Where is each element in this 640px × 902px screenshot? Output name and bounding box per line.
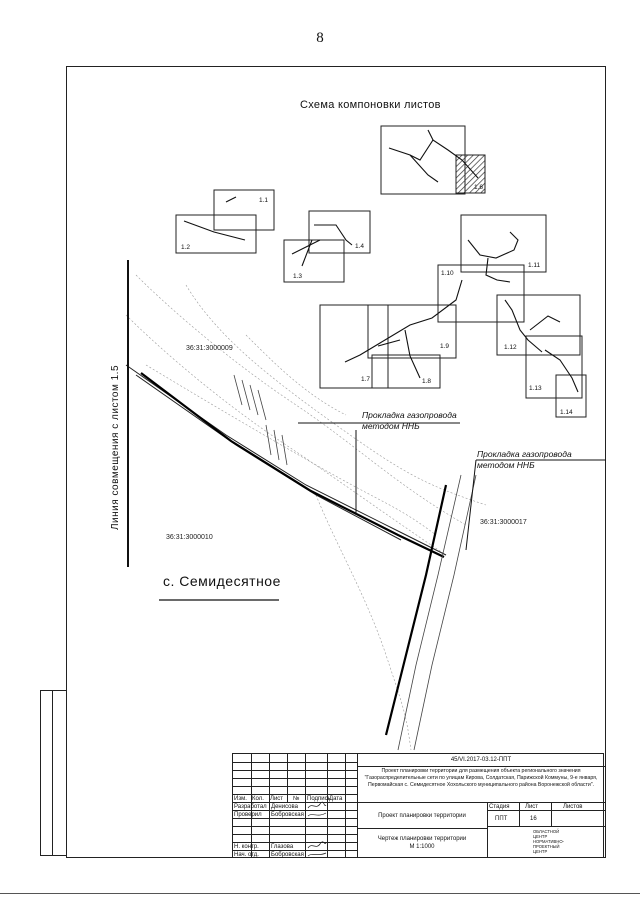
project-title: Проект планировки территории для размеще… <box>364 768 598 788</box>
sheet-box-1-1 <box>213 189 275 231</box>
binding-margin <box>40 690 67 856</box>
sheet-label-1-3: 1.3 <box>293 273 302 280</box>
cadastral-number-1: 36:31:3000009 <box>186 345 233 352</box>
sheet-box-1-10 <box>437 264 525 323</box>
header-number: № <box>293 796 300 802</box>
sheet-label-1-9: 1.9 <box>440 343 449 350</box>
sheet-box-1-4 <box>308 210 371 254</box>
cadastral-number-2: 36:31:3000010 <box>166 534 213 541</box>
organization-logo: ОБЛАСТНОЙ ЦЕНТР НОРМАТИВНО- ПРОЕКТНЫЙ ЦЕ… <box>533 829 564 854</box>
role-developed: Разработал <box>234 804 267 810</box>
sheet-label-1-6: 1.6 <box>474 184 483 191</box>
sheet-label-1-8: 1.8 <box>422 378 431 385</box>
header-izm: Изм. <box>234 796 247 802</box>
sheet-box-1-2 <box>175 214 257 254</box>
header-signature: Подпись <box>307 796 331 802</box>
org-line-2: ЦЕНТР <box>533 834 548 839</box>
header-kol: Кол. <box>252 796 264 802</box>
annotation-hdd-1-line-2: методом ННБ <box>362 421 420 431</box>
org-line-5: ЦЕНТР <box>533 849 548 854</box>
annotation-hdd-2: Прокладка газопровода методом ННБ <box>477 449 572 471</box>
sheet-label-1-1: 1.1 <box>259 197 268 204</box>
annotation-hdd-1: Прокладка газопровода методом ННБ <box>362 410 457 432</box>
sheet-box-top <box>380 125 466 195</box>
sheet-value: 16 <box>530 816 537 822</box>
sheet-label-1-11: 1.11 <box>528 262 541 269</box>
sheet-box-1-8 <box>371 354 441 389</box>
stage-header: Стадия <box>489 804 510 810</box>
annotation-hdd-1-line-1: Прокладка газопровода <box>362 410 457 420</box>
name-department-head: Бобровская <box>271 852 304 858</box>
role-checked: Проверил <box>234 812 262 818</box>
header-list: Лист <box>270 796 284 802</box>
sheet-label-1-13: 1.13 <box>529 385 542 392</box>
section-title: Проект планировки территории <box>378 813 466 819</box>
header-date: Дата <box>329 796 343 802</box>
sheet-box-1-3 <box>283 239 345 283</box>
sheet-label-1-12: 1.12 <box>504 344 517 351</box>
signatures <box>307 801 327 857</box>
sheet-header: Лист <box>525 804 539 810</box>
scheme-title: Схема компоновки листов <box>300 99 441 111</box>
cadastral-number-3: 36:31:3000017 <box>480 519 527 526</box>
org-line-3: НОРМАТИВНО- <box>533 839 565 844</box>
sheet-label-1-10: 1.10 <box>441 270 454 277</box>
alignment-line-label: Линия совмещения с листом 1.5 <box>110 364 121 530</box>
sheet-label-1-7: 1.7 <box>361 376 370 383</box>
sheet-box-1-11 <box>460 214 547 273</box>
sheets-total-header: Листов <box>563 804 583 810</box>
drawing-scale: М 1:1000 <box>409 844 435 850</box>
sheet-box-1-13 <box>525 335 583 399</box>
org-line-1: ОБЛАСТНОЙ <box>533 829 560 834</box>
role-norm-control: Н. контр. <box>234 844 259 850</box>
topographic-map: 36:31:3000009 36:31:3000010 36:31:300001… <box>125 260 606 751</box>
doc-code: 45/VI.2017-03.12-ППТ <box>450 757 512 763</box>
scan-bottom-edge <box>0 893 640 894</box>
title-block: Изм. Кол. Лист № Подпись Дата Разработал… <box>232 753 605 858</box>
sheet-label-1-2: 1.2 <box>181 244 190 251</box>
name-norm-control: Глазова <box>271 844 294 850</box>
settlement-label: с. Семидесятное <box>163 573 281 589</box>
drawing-title: Чертеж планировки территории <box>377 836 467 842</box>
sheet-box-1-6 <box>455 154 486 194</box>
org-line-4: ПРОЕКТНЫЙ <box>533 844 560 849</box>
sheet-box-1-7 <box>319 304 389 389</box>
page-number: 8 <box>316 30 324 46</box>
sheet-label-1-14: 1.14 <box>560 409 573 416</box>
sheet-box-1-14 <box>555 374 587 418</box>
name-checked: Бобровская <box>271 812 304 818</box>
stage-value: ППТ <box>495 816 508 822</box>
sheet-box-1-9 <box>367 304 457 359</box>
sheet-box-1-12 <box>496 294 581 356</box>
annotation-hdd-2-line-2: методом ННБ <box>477 460 535 470</box>
sheet-scheme: 1.1 1.2 1.3 1.4 1.6 1.7 1.8 1.9 1.10 1.1… <box>175 125 587 418</box>
role-department-head: Нач. отд. <box>234 852 259 858</box>
annotation-hdd-2-line-1: Прокладка газопровода <box>477 449 572 459</box>
name-developed: Денисова <box>271 804 298 810</box>
sheet-label-1-4: 1.4 <box>355 243 364 250</box>
